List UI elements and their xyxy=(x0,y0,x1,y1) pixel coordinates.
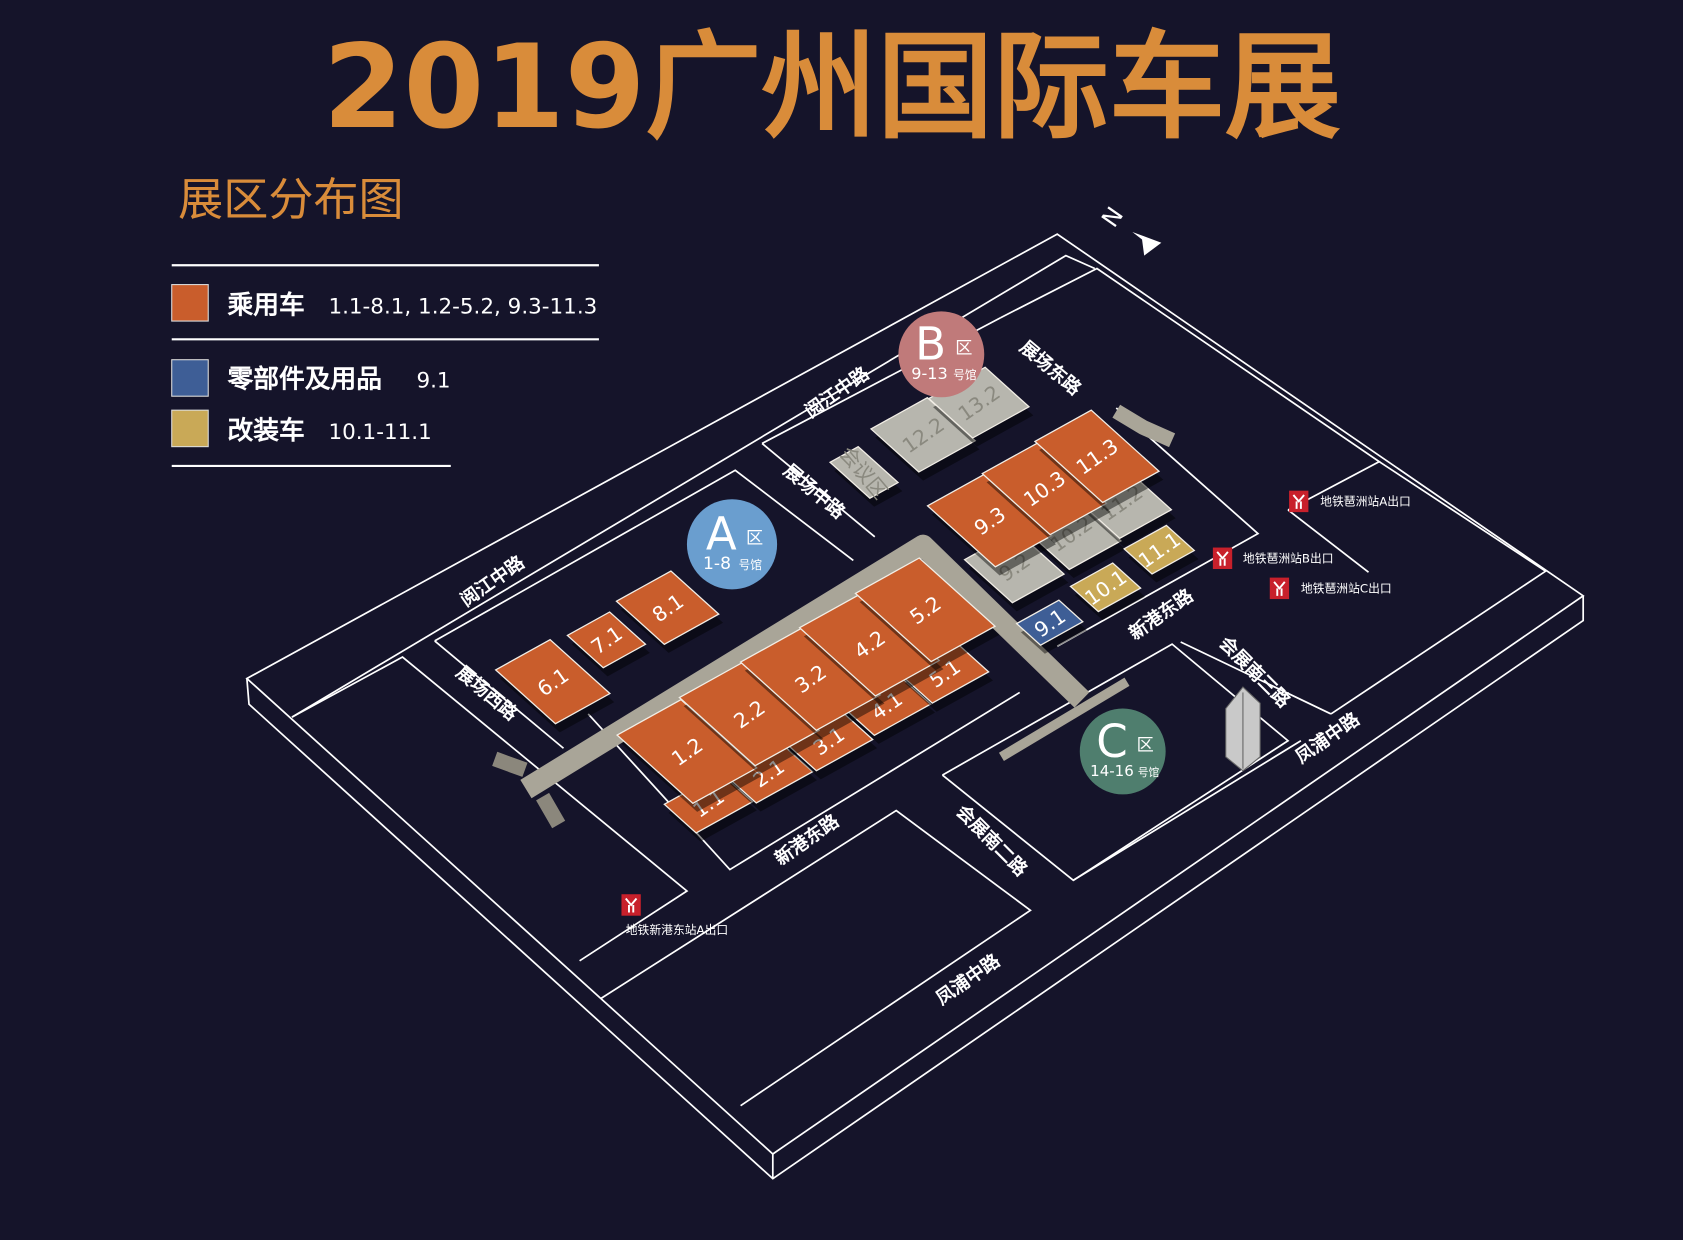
legend-range: 10.1-11.1 xyxy=(328,420,431,445)
legend-swatch-passenger xyxy=(171,284,209,322)
hall-shape xyxy=(828,445,900,499)
hall-shape xyxy=(981,441,1108,536)
hall-11-1[interactable]: 11.1 xyxy=(1123,524,1199,583)
hall-shape xyxy=(494,638,612,725)
zone-unit: 号馆 xyxy=(738,558,762,572)
zone-halls: 9-13 xyxy=(911,364,948,383)
page-title: 2019广州国际车展 xyxy=(323,20,1341,155)
hall-shape xyxy=(678,661,821,767)
hall-5-2[interactable]: 5.2 xyxy=(854,557,1000,671)
metro-exit[interactable]: 地铁琶洲站C出口 xyxy=(1269,577,1392,600)
hall-3-1[interactable]: 3.1 xyxy=(783,709,878,780)
hall-shape xyxy=(1033,409,1161,504)
zone-halls: 1-8 xyxy=(703,554,731,574)
zone-badge-b[interactable]: B 区 9-13 号馆 xyxy=(898,311,985,398)
hall-shape xyxy=(1069,562,1142,613)
hall-11-3[interactable]: 11.3 xyxy=(1033,409,1164,512)
hall-shape xyxy=(798,591,941,697)
hall-8-1[interactable]: 8.1 xyxy=(615,570,724,653)
metro-exit-label: 地铁琶洲站C出口 xyxy=(1301,582,1392,596)
hall-3-2[interactable]: 3.2 xyxy=(739,625,885,739)
hall-1-2[interactable]: 1.2 xyxy=(616,698,762,812)
walkway xyxy=(492,404,1176,829)
metro-logo-icon xyxy=(1269,577,1290,600)
hall-shape xyxy=(739,625,882,732)
legend-swatch-modified xyxy=(171,409,209,448)
hall-layer: 12.213.2会议区9.210.211.29.310.311.39.110.1… xyxy=(494,366,1199,842)
metro-exit-label: 地铁琶洲站B出口 xyxy=(1243,552,1334,566)
metro-exit-label: 地铁新港东站A出口 xyxy=(626,923,728,937)
hall-2-2[interactable]: 2.2 xyxy=(678,661,824,775)
hall-6-1[interactable]: 6.1 xyxy=(494,638,615,733)
metro-logo-icon xyxy=(1289,490,1309,513)
metro-exit[interactable]: 地铁新港东站A出口 xyxy=(621,894,728,937)
hall-shape xyxy=(566,611,647,669)
zone-suffix: 区 xyxy=(955,338,972,358)
zone-unit: 号馆 xyxy=(953,368,977,382)
hall-shape xyxy=(854,557,997,663)
hall-10-3[interactable]: 10.3 xyxy=(981,441,1111,544)
legend-swatch-parts xyxy=(171,359,209,397)
legend-name: 改装车 xyxy=(228,415,305,446)
metro-exit-label: 地铁琶洲站A出口 xyxy=(1320,495,1411,509)
zone-unit: 号馆 xyxy=(1138,766,1160,779)
zone-halls: 14-16 xyxy=(1090,762,1134,780)
zone-suffix: 区 xyxy=(1137,735,1154,755)
legend-name: 乘用车 xyxy=(227,290,305,321)
hall-shape xyxy=(1123,524,1196,575)
legend-name: 零部件及用品 xyxy=(228,365,382,395)
hall-shape xyxy=(615,570,720,646)
hall-shape xyxy=(1015,599,1084,646)
legend: 乘用车 1.1-8.1, 1.2-5.2, 9.3-11.3 零部件及用品 9.… xyxy=(171,264,599,468)
hall-4-1[interactable]: 4.1 xyxy=(841,674,935,744)
zone-letter: C xyxy=(1096,715,1127,768)
hall-12-2[interactable]: 12.2 xyxy=(869,396,980,481)
hall-4-2[interactable]: 4.2 xyxy=(798,591,944,705)
hall-2-1[interactable]: 2.1 xyxy=(723,742,817,812)
page-subtitle: 展区分布图 xyxy=(178,173,403,226)
legend-range: 1.1-8.1, 1.2-5.2, 9.3-11.3 xyxy=(328,295,597,320)
hall-shape xyxy=(616,698,758,805)
zone-letter: A xyxy=(706,508,737,561)
metro-logo-icon xyxy=(1212,547,1233,570)
hall-9-3[interactable]: 9.3 xyxy=(926,473,1056,576)
tower-building-icon xyxy=(1225,686,1261,772)
zone-badge-a[interactable]: A 区 1-8 号馆 xyxy=(686,499,778,590)
legend-range: 9.1 xyxy=(416,369,450,394)
zone-letter: B xyxy=(915,318,946,371)
metro-logo-icon xyxy=(621,894,641,916)
hall-shape xyxy=(926,473,1053,568)
metro-exit[interactable]: 地铁琶洲站A出口 xyxy=(1289,490,1411,513)
hall-shape xyxy=(869,396,977,473)
zone-suffix: 区 xyxy=(746,528,763,548)
metro-exit[interactable]: 地铁琶洲站B出口 xyxy=(1212,547,1334,570)
zone-badge-c[interactable]: C 区 14-16 号馆 xyxy=(1079,708,1166,795)
hall-10-1[interactable]: 10.1 xyxy=(1069,562,1145,621)
hall-7-1[interactable]: 7.1 xyxy=(566,611,650,677)
